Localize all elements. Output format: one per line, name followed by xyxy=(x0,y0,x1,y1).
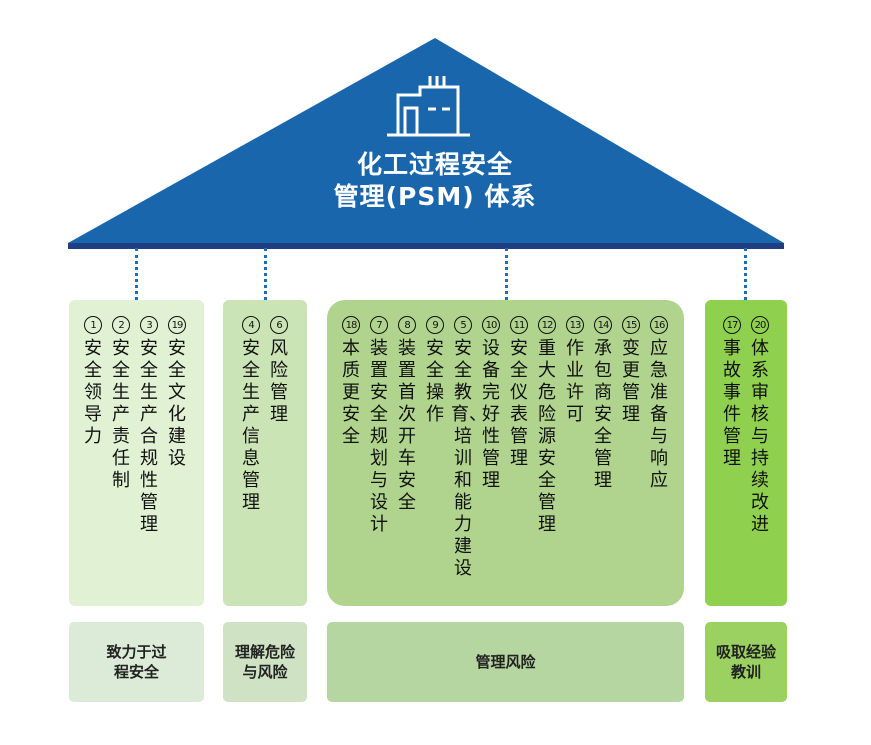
connector-dash-2 xyxy=(264,248,267,300)
item-number: 14 xyxy=(594,316,612,334)
factory-icon xyxy=(387,76,470,137)
element-item: 10 设备完好性管理 xyxy=(479,316,503,492)
footer-label-commit: 致力于过程安全 xyxy=(69,622,204,702)
element-item: 3 安全生产合规性管理 xyxy=(137,316,161,536)
title-line-1: 化工过程安全 xyxy=(356,150,513,179)
panel-manage-risk: 18 本质更安全 7 装置安全规划与设计 8 装置首次开车安全 9 安全操作 5… xyxy=(327,300,684,606)
item-number: 16 xyxy=(650,316,668,334)
item-label: 安全领导力 xyxy=(84,338,102,447)
item-label: 承包商安全管理 xyxy=(594,338,612,491)
footer-label-text: 管理风险 xyxy=(475,653,536,671)
footer-label-text: 致力于过程安全 xyxy=(106,643,167,681)
item-label: 作业许可 xyxy=(566,338,584,425)
element-item: 13 作业许可 xyxy=(563,316,587,426)
item-number: 7 xyxy=(370,316,388,334)
item-label: 安全生产合规性管理 xyxy=(140,338,158,535)
item-number: 4 xyxy=(242,316,260,334)
footer-label-text: 理解危险与风险 xyxy=(234,643,295,681)
connector-dash-4 xyxy=(744,248,747,300)
panel-commit-to-process-safety: 1 安全领导力 2 安全生产责任制 3 安全生产合规性管理 19 安全文化建设 xyxy=(69,300,204,606)
item-number: 18 xyxy=(342,316,360,334)
item-label: 变更管理 xyxy=(622,338,640,425)
item-number: 10 xyxy=(482,316,500,334)
item-label: 设备完好性管理 xyxy=(482,338,500,491)
element-item: 7 装置安全规划与设计 xyxy=(367,316,391,536)
item-label: 风险管理 xyxy=(270,338,288,425)
item-label: 应急准备与响应 xyxy=(650,338,668,491)
element-item: 2 安全生产责任制 xyxy=(109,316,133,492)
item-label: 装置首次开车安全 xyxy=(398,338,416,513)
item-number: 3 xyxy=(140,316,158,334)
item-number: 11 xyxy=(510,316,528,334)
item-number: 17 xyxy=(723,316,741,334)
connector-dash-1 xyxy=(135,248,138,300)
roof xyxy=(68,38,784,249)
item-label: 体系审核与持续改进 xyxy=(751,338,769,535)
item-label: 安全生产责任制 xyxy=(112,338,130,491)
item-number: 12 xyxy=(538,316,556,334)
item-number: 9 xyxy=(426,316,444,334)
footer-label-text: 吸取经验教训 xyxy=(715,643,776,681)
item-number: 5 xyxy=(454,316,472,334)
element-item: 6 风险管理 xyxy=(267,316,291,426)
item-label: 本质更安全 xyxy=(342,338,360,447)
element-item: 8 装置首次开车安全 xyxy=(395,316,419,514)
item-number: 2 xyxy=(112,316,130,334)
item-label: 事故事件管理 xyxy=(723,338,741,469)
element-item: 20 体系审核与持续改进 xyxy=(748,316,772,536)
item-number: 1 xyxy=(84,316,102,334)
element-item: 4 安全生产信息管理 xyxy=(239,316,263,514)
element-item: 1 安全领导力 xyxy=(81,316,105,448)
roof-triangle xyxy=(68,38,784,243)
item-number: 15 xyxy=(622,316,640,334)
item-label: 安全仪表管理 xyxy=(510,338,528,469)
item-number: 8 xyxy=(398,316,416,334)
element-item: 15 变更管理 xyxy=(619,316,643,426)
element-item: 17 事故事件管理 xyxy=(720,316,744,470)
panel-learn-from-experience: 17 事故事件管理 20 体系审核与持续改进 xyxy=(705,300,787,606)
connector-dash-3 xyxy=(505,248,508,300)
element-item: 11 安全仪表管理 xyxy=(507,316,531,470)
item-label: 装置安全规划与设计 xyxy=(370,338,388,535)
element-item: 9 安全操作 xyxy=(423,316,447,426)
item-number: 6 xyxy=(270,316,288,334)
item-label: 重大危险源安全管理 xyxy=(538,338,556,535)
element-item: 19 安全文化建设 xyxy=(165,316,189,470)
panel-understand-hazards-and-risk: 4 安全生产信息管理 6 风险管理 xyxy=(223,300,307,606)
item-number: 19 xyxy=(168,316,186,334)
element-item: 14 承包商安全管理 xyxy=(591,316,615,492)
item-number: 20 xyxy=(751,316,769,334)
footer-label-understand: 理解危险与风险 xyxy=(223,622,307,702)
item-label: 安全操作 xyxy=(426,338,444,425)
element-item: 18 本质更安全 xyxy=(339,316,363,448)
footer-label-learn: 吸取经验教训 xyxy=(705,622,787,702)
element-item: 5 安全教育、培训和能力建设 xyxy=(451,316,487,580)
item-label: 安全生产信息管理 xyxy=(242,338,260,513)
footer-label-manage: 管理风险 xyxy=(327,622,684,702)
title-line-2: 管理(PSM) 体系 xyxy=(333,182,537,211)
roof-base-line xyxy=(68,243,784,249)
item-label: 安全文化建设 xyxy=(168,338,186,469)
item-label: 安全教育、培训和能力建设 xyxy=(451,338,487,579)
element-item: 12 重大危险源安全管理 xyxy=(535,316,559,536)
element-item: 16 应急准备与响应 xyxy=(647,316,671,492)
item-number: 13 xyxy=(566,316,584,334)
